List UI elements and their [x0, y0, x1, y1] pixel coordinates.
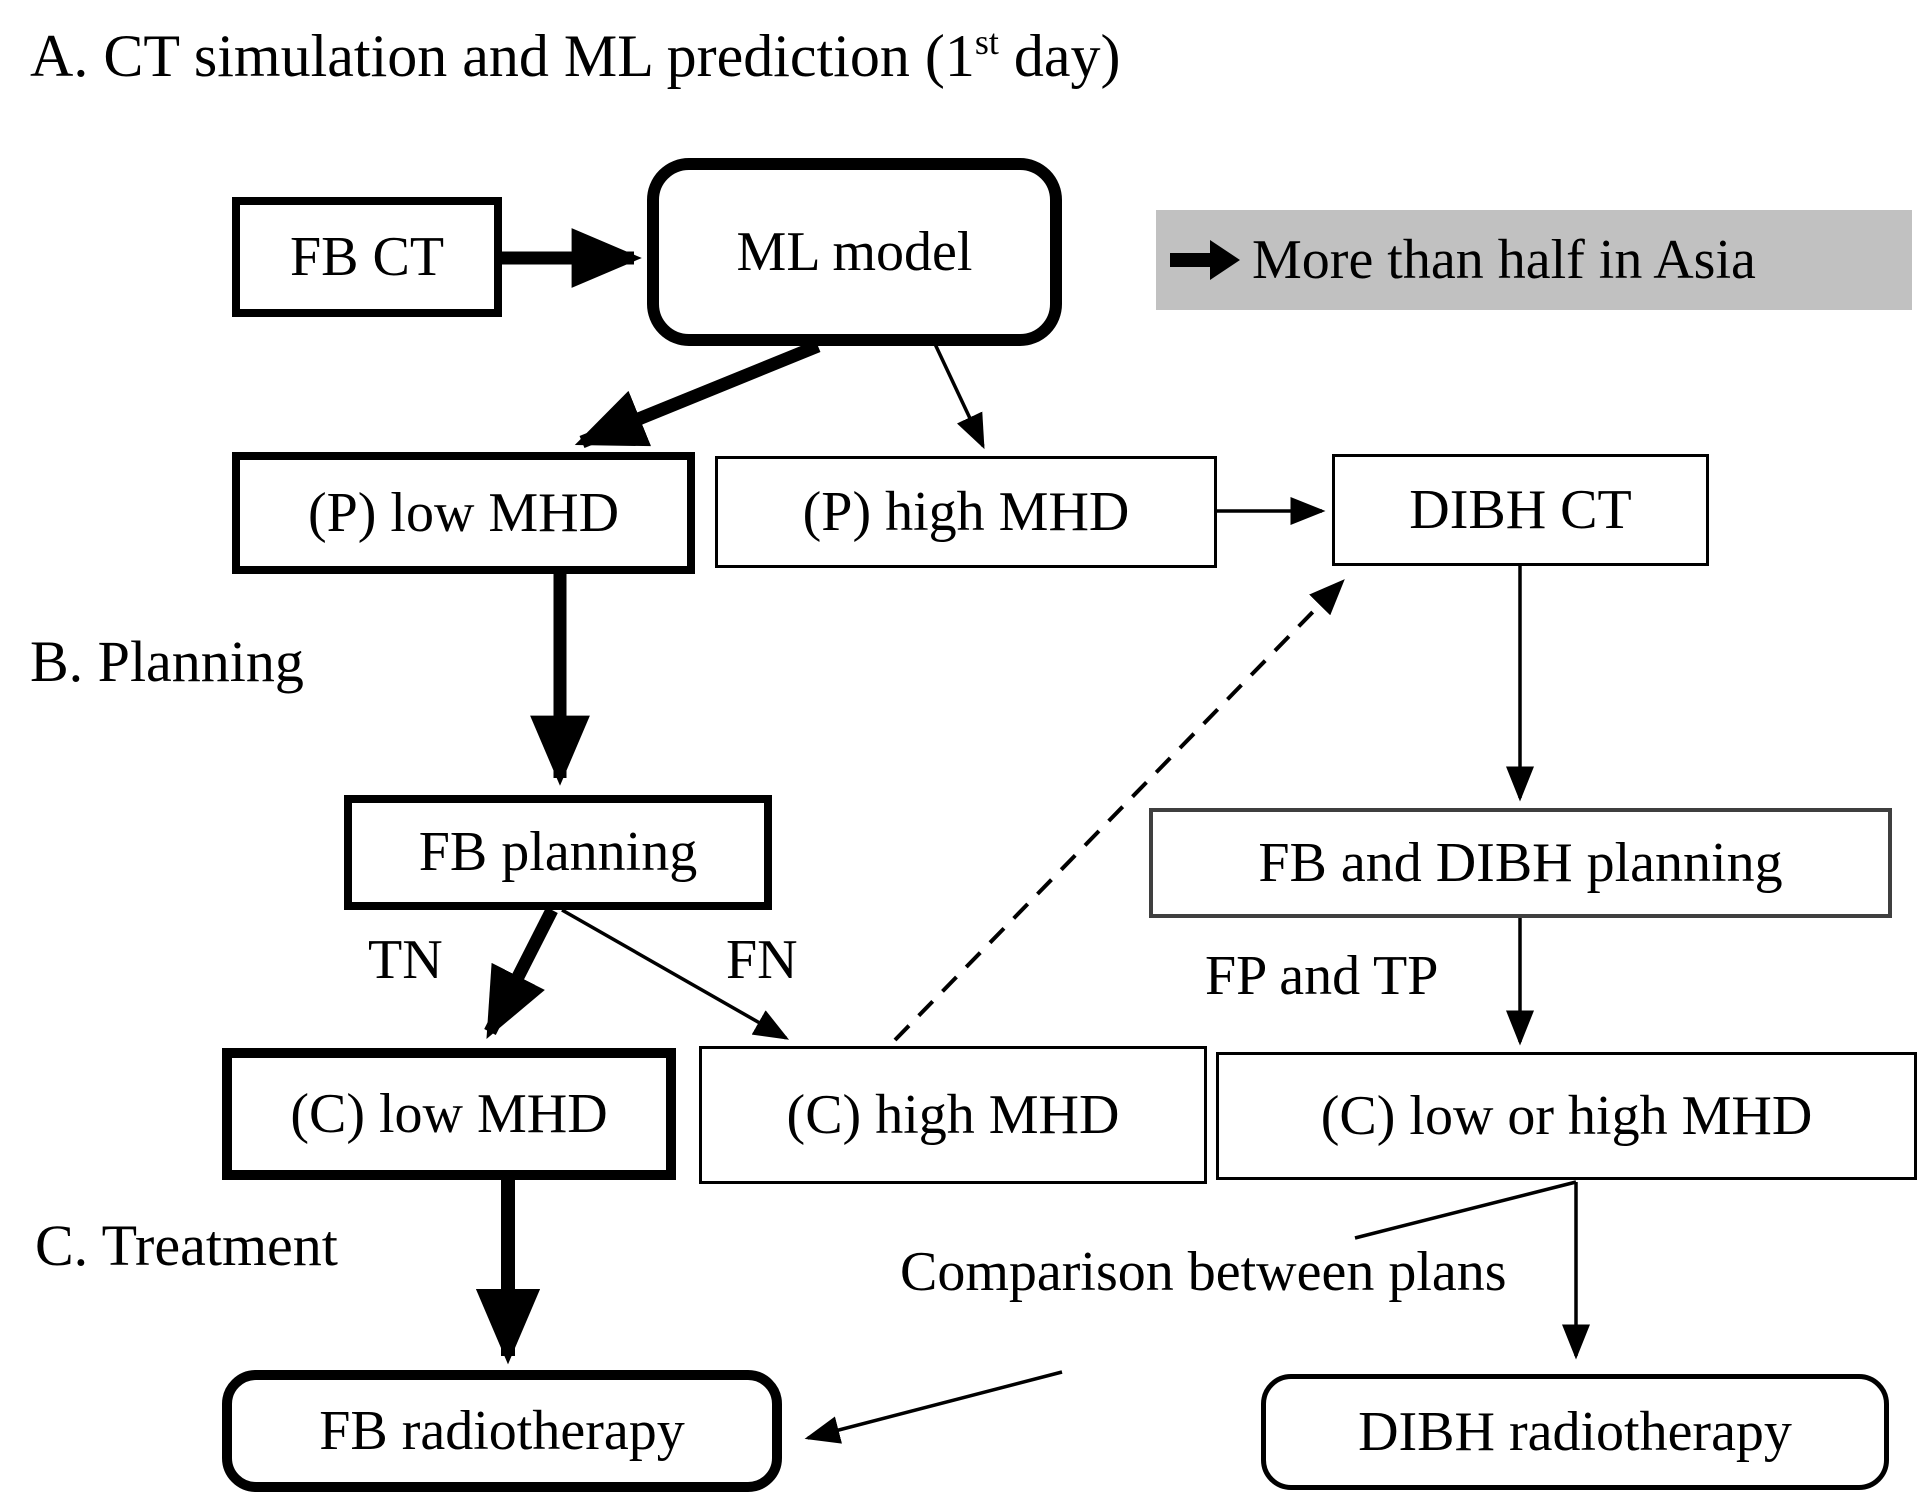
- edge-label-fn: FN: [726, 929, 798, 991]
- node-fb-and-dibh-planning: FB and DIBH planning: [1149, 808, 1892, 918]
- edge-label-tn: TN: [368, 929, 443, 991]
- edge-clowhigh-to-comparison-pointer: [1354, 1180, 1577, 1240]
- edge-fbplanning-to-clow-tn: [484, 907, 558, 1039]
- legend-label: More than half in Asia: [1252, 229, 1756, 291]
- node-dibh-radiotherapy: DIBH radiotherapy: [1261, 1374, 1889, 1490]
- node-dibh-ct: DIBH CT: [1332, 454, 1709, 566]
- section-a-title-end: day): [998, 23, 1121, 89]
- node-fb-radiotherapy: FB radiotherapy: [222, 1370, 782, 1492]
- section-c-title: C. Treatment: [35, 1213, 338, 1278]
- section-a-title-text: A. CT simulation and ML prediction (1: [30, 23, 975, 89]
- edge-fbplanning-to-chigh-fn: [561, 908, 790, 1040]
- edge-comparison-to-fbrt: [804, 1370, 1063, 1444]
- edge-label-fp-and-tp: FP and TP: [1205, 945, 1439, 1007]
- section-a-title-superscript: st: [974, 22, 999, 62]
- section-b-title: B. Planning: [30, 629, 304, 694]
- node-calculated-low-mhd: (C) low MHD: [222, 1048, 676, 1180]
- legend-more-than-half-asia: More than half in Asia: [1156, 210, 1912, 310]
- right-arrow-icon: [1170, 234, 1242, 286]
- edge-label-comparison-between-plans: Comparison between plans: [894, 1240, 1513, 1304]
- edge-mlmodel-to-phigh: [933, 343, 985, 450]
- node-fb-ct: FB CT: [232, 197, 502, 317]
- node-predicted-low-mhd: (P) low MHD: [232, 452, 695, 574]
- node-calculated-low-or-high-mhd: (C) low or high MHD: [1216, 1052, 1917, 1180]
- edge-mlmodel-to-plow: [574, 339, 821, 449]
- edge-chigh-to-dibhct-dashed: [893, 579, 1345, 1042]
- node-ml-model: ML model: [647, 158, 1062, 346]
- node-predicted-high-mhd: (P) high MHD: [715, 456, 1217, 568]
- section-a-title: A. CT simulation and ML prediction (1st …: [30, 22, 1121, 91]
- node-calculated-high-mhd: (C) high MHD: [699, 1046, 1207, 1184]
- node-fb-planning: FB planning: [344, 795, 772, 910]
